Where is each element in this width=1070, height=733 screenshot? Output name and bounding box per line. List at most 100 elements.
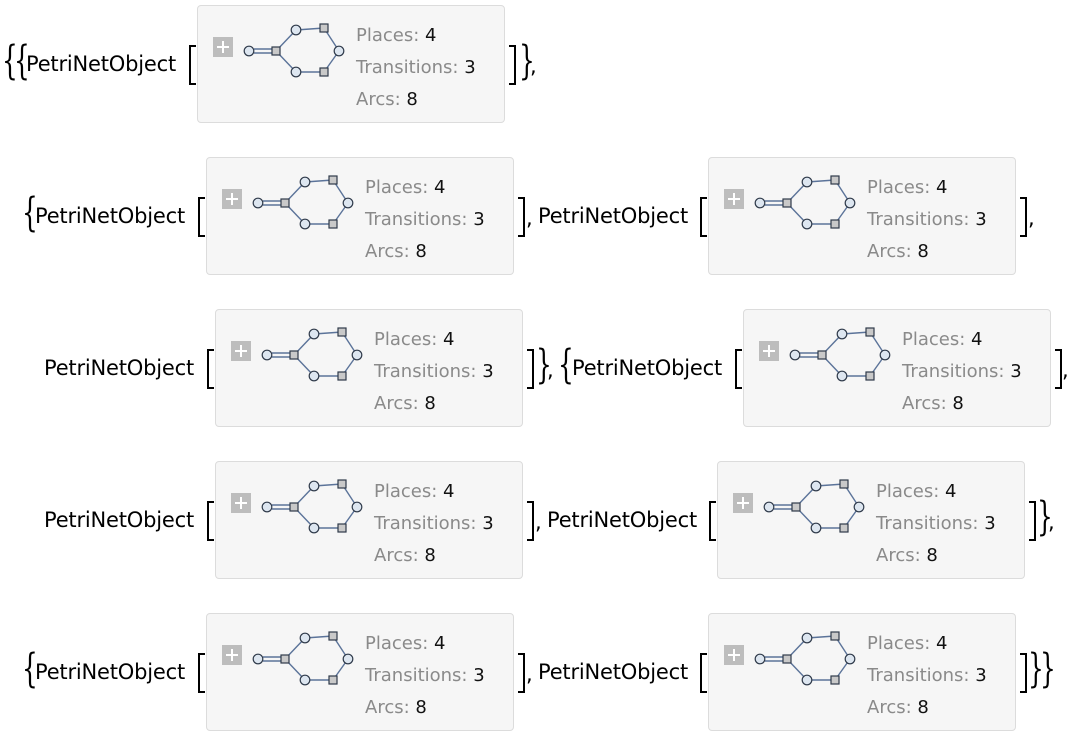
close-brace: }: [536, 342, 552, 388]
petri-net-summary-box[interactable]: Places: 4 Transitions: 3 Arcs: 8: [708, 613, 1016, 731]
plus-icon[interactable]: [222, 645, 242, 665]
transition-node: [271, 46, 281, 56]
place-node: [351, 501, 363, 513]
close-brace: }: [1040, 646, 1056, 692]
comma: ,: [547, 358, 554, 382]
close-bracket: [1020, 653, 1027, 693]
transitions-label: Transitions:: [867, 665, 970, 686]
transition-node: [817, 350, 827, 360]
petri-net-summary: Places: 4 Transitions: 3 Arcs: 8: [902, 324, 1022, 420]
comma: ,: [1028, 206, 1035, 230]
place-node: [801, 632, 813, 644]
arcs-label: Arcs:: [365, 241, 410, 262]
petri-net-summary-box[interactable]: Places: 4 Transitions: 3 Arcs: 8: [708, 157, 1016, 275]
arcs-value: 8: [424, 545, 436, 566]
plus-icon[interactable]: [231, 341, 251, 361]
transitions-value: 3: [464, 57, 476, 78]
petri-net-summary: Places: 4 Transitions: 3 Arcs: 8: [356, 20, 476, 116]
petri-net-head: PetriNetObject: [26, 52, 176, 76]
output-row-1: { { PetriNetObject Places: 4 Transitions…: [0, 5, 1070, 125]
arcs-label: Arcs:: [374, 545, 419, 566]
petri-net-summary: Places: 4 Transitions: 3 Arcs: 8: [365, 628, 485, 724]
place-node: [801, 674, 813, 686]
close-bracket: [527, 349, 534, 389]
transitions-value: 3: [1010, 361, 1022, 382]
open-bracket: [700, 653, 707, 693]
places-value: 4: [443, 329, 455, 350]
petri-net-graph-icon: [240, 20, 345, 80]
places-value: 4: [945, 481, 957, 502]
close-brace: }: [1028, 646, 1044, 692]
transition-node: [839, 523, 849, 533]
transition-node: [319, 67, 329, 77]
open-brace: {: [22, 646, 38, 692]
places-label: Places:: [374, 481, 438, 502]
arcs-value: 8: [406, 89, 418, 110]
petri-net-summary-box[interactable]: Places: 4 Transitions: 3 Arcs: 8: [215, 309, 523, 427]
place-node: [810, 522, 822, 534]
petri-net-head: PetriNetObject: [35, 660, 185, 684]
petri-net-graph-icon: [249, 628, 354, 688]
plus-icon[interactable]: [724, 645, 744, 665]
petri-net-head: PetriNetObject: [547, 508, 697, 532]
places-value: 4: [425, 25, 437, 46]
plus-icon[interactable]: [724, 189, 744, 209]
petri-net-summary-box[interactable]: Places: 4 Transitions: 3 Arcs: 8: [206, 613, 514, 731]
open-bracket: [198, 653, 205, 693]
arcs-value: 8: [415, 697, 427, 718]
place-node: [261, 349, 273, 361]
close-bracket: [1055, 349, 1062, 389]
petri-net-summary-box[interactable]: Places: 4 Transitions: 3 Arcs: 8: [215, 461, 523, 579]
transition-node: [782, 654, 792, 664]
petri-net-summary: Places: 4 Transitions: 3 Arcs: 8: [365, 172, 485, 268]
place-node: [844, 653, 856, 665]
place-node: [810, 480, 822, 492]
petri-net-head: PetriNetObject: [572, 356, 722, 380]
petri-net-summary-box[interactable]: Places: 4 Transitions: 3 Arcs: 8: [717, 461, 1025, 579]
output-row-5: { PetriNetObject Places: 4 Transitions: …: [0, 613, 1070, 733]
transition-node: [328, 219, 338, 229]
transitions-label: Transitions:: [902, 361, 1005, 382]
plus-icon[interactable]: [222, 189, 242, 209]
petri-net-summary-box[interactable]: Places: 4 Transitions: 3 Arcs: 8: [206, 157, 514, 275]
comma: ,: [535, 510, 542, 534]
arcs-label: Arcs:: [356, 89, 401, 110]
open-bracket: [709, 501, 716, 541]
transition-node: [782, 198, 792, 208]
transitions-value: 3: [473, 209, 485, 230]
petri-net-head: PetriNetObject: [538, 204, 688, 228]
arcs-label: Arcs:: [374, 393, 419, 414]
places-value: 4: [936, 633, 948, 654]
plus-icon[interactable]: [759, 341, 779, 361]
arcs-value: 8: [917, 697, 929, 718]
open-bracket: [207, 349, 214, 389]
transition-node: [839, 479, 849, 489]
plus-icon[interactable]: [213, 37, 233, 57]
arcs-value: 8: [926, 545, 938, 566]
output-row-4: PetriNetObject Places: 4 Transitions: 3 …: [0, 461, 1070, 581]
comma: ,: [1062, 358, 1069, 382]
places-label: Places:: [374, 329, 438, 350]
transition-node: [865, 327, 875, 337]
transition-node: [865, 371, 875, 381]
places-value: 4: [936, 177, 948, 198]
transitions-label: Transitions:: [356, 57, 459, 78]
comma: ,: [530, 54, 537, 78]
transition-node: [289, 502, 299, 512]
petri-net-summary-box[interactable]: Places: 4 Transitions: 3 Arcs: 8: [197, 5, 505, 123]
place-node: [754, 653, 766, 665]
transition-node: [328, 631, 338, 641]
close-bracket: [1029, 501, 1036, 541]
place-node: [836, 370, 848, 382]
place-node: [243, 45, 255, 57]
petri-net-graph-icon: [751, 172, 856, 232]
arcs-value: 8: [415, 241, 427, 262]
plus-icon[interactable]: [231, 493, 251, 513]
petri-net-summary-box[interactable]: Places: 4 Transitions: 3 Arcs: 8: [743, 309, 1051, 427]
open-brace: {: [558, 342, 574, 388]
place-node: [299, 674, 311, 686]
transition-node: [337, 523, 347, 533]
place-node: [342, 197, 354, 209]
plus-icon[interactable]: [733, 493, 753, 513]
place-node: [801, 176, 813, 188]
